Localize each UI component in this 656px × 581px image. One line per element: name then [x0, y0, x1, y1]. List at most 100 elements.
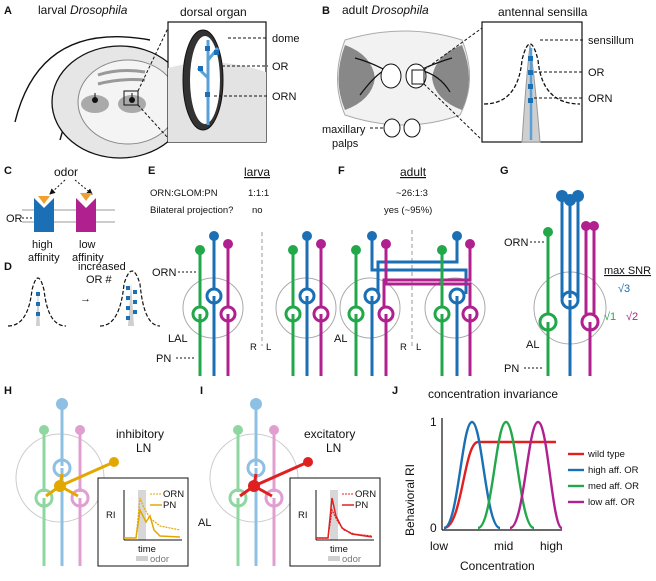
label-or-num: OR # [86, 274, 113, 286]
panel-j-title: concentration invariance [428, 387, 558, 401]
panel-d: D increased OR # → [4, 261, 161, 327]
label-time-i: time [330, 544, 348, 555]
panel-a-title: larval Drosophila [38, 3, 128, 17]
label-odor-h: odor [150, 554, 169, 565]
panel-j: J concentration invariance Behavioral RI… [392, 385, 639, 573]
high-affinity-receptor [34, 198, 54, 232]
label-sqrt3: √3 [618, 283, 630, 295]
panel-j-ylabel: Behavioral RI [403, 464, 417, 536]
panel-e: E larva ORN:GLOM:PN 1:1:1 Bilateral proj… [148, 165, 337, 376]
label-sensillum: sensillum [588, 35, 634, 47]
bilateral-adult: yes (~95%) [384, 205, 432, 216]
label-or-c: OR [6, 213, 23, 225]
legend-high-aff: high aff. OR [588, 465, 639, 476]
glomerulus-right-f [424, 277, 486, 339]
panel-j-letter: J [392, 385, 398, 397]
panel-i-letter: I [200, 385, 203, 397]
panel-a: A larval Drosophila dorsal organ dome OR… [4, 3, 300, 159]
panel-b-letter: B [322, 5, 330, 17]
label-palps: palps [332, 138, 359, 150]
legend-orn-h: ORN [163, 489, 184, 500]
label-ln-i: LN [326, 441, 341, 455]
panel-b: B adult Drosophila maxillary palps anten… [322, 3, 634, 150]
panel-f-header: adult [400, 165, 427, 179]
panel-e-header: larva [244, 165, 270, 179]
label-orn-a: ORN [272, 91, 297, 103]
panel-j-xlabel: Concentration [460, 559, 535, 573]
legend-low-aff: low aff. OR [588, 497, 635, 508]
legend-wild-type: wild type [587, 449, 625, 460]
tick-x-mid: mid [494, 539, 513, 553]
label-al-g: AL [526, 339, 539, 351]
label-al-i: AL [198, 517, 211, 529]
panel-f: F adult ~26:1:3 yes (~95%) R L AL [334, 165, 486, 376]
legend-med-aff: med aff. OR [588, 481, 639, 492]
label-sqrt1: √1 [604, 311, 616, 323]
curve-low-aff [509, 420, 564, 530]
label-high-1: high [32, 239, 53, 251]
label-r-e: R [250, 342, 257, 353]
panel-h: H inhibitory LN RI ORN PN time odor [4, 385, 189, 567]
ratio-adult: ~26:1:3 [396, 188, 428, 199]
fly-head [337, 30, 471, 126]
panel-b-title: adult Drosophila [342, 3, 429, 17]
tick-y0: 0 [430, 521, 437, 535]
label-al-f: AL [334, 333, 347, 345]
curve-wild-type [443, 440, 556, 530]
label-maxillary: maxillary [322, 124, 366, 136]
label-lal: LAL [168, 333, 188, 345]
label-odor-i: odor [342, 554, 361, 565]
legend-pn-i: PN [355, 500, 368, 511]
bilateral-label: Bilateral projection? [150, 205, 233, 216]
label-odor: odor [54, 165, 78, 179]
label-inhibitory: inhibitory [116, 427, 164, 441]
label-max-snr: max SNR [604, 265, 651, 277]
legend-orn-i: ORN [355, 489, 376, 500]
legend-pn-h: PN [163, 500, 176, 511]
label-time-h: time [138, 544, 156, 555]
label-ri-i: RI [298, 510, 308, 521]
panel-c: C odor OR high affinity low affinity [4, 165, 115, 264]
label-r-f: R [400, 342, 407, 353]
label-orn-b: ORN [588, 93, 613, 105]
ratio-larva: 1:1:1 [248, 188, 269, 199]
label-ln-h: LN [136, 441, 151, 455]
panel-d-letter: D [4, 261, 12, 273]
low-affinity-receptor [76, 198, 96, 232]
label-low-1: low [79, 239, 96, 251]
label-l-e: L [266, 342, 271, 353]
label-pn-e: PN [156, 353, 171, 365]
panel-c-letter: C [4, 165, 12, 177]
label-dome: dome [272, 33, 300, 45]
panel-b-inset-title: antennal sensilla [498, 5, 588, 19]
bilateral-larva: no [252, 205, 263, 216]
label-orn-e: ORN [152, 267, 177, 279]
panel-e-letter: E [148, 165, 155, 177]
glomerulus-left-f [339, 277, 401, 339]
label-high-2: affinity [28, 252, 60, 264]
panel-i: I excitatory LN AL RI ORN PN time odor [198, 385, 381, 567]
ratio-label: ORN:GLOM:PN [150, 188, 218, 199]
label-l-f: L [416, 342, 421, 353]
tick-y1: 1 [430, 415, 437, 429]
label-increased: increased [78, 261, 126, 273]
label-ri-h: RI [106, 510, 116, 521]
curve-high-aff [443, 420, 501, 530]
panel-f-letter: F [338, 165, 345, 177]
tick-x-low: low [430, 539, 448, 553]
panel-g: G ORN AL PN max SNR √3 √1 √2 [500, 165, 651, 376]
label-excitatory: excitatory [304, 427, 355, 441]
label-pn-g: PN [504, 363, 519, 375]
label-or-a: OR [272, 61, 289, 73]
panel-h-letter: H [4, 385, 12, 397]
label-sqrt2: √2 [626, 311, 638, 323]
panel-a-inset-title: dorsal organ [180, 5, 247, 19]
label-low-2: affinity [72, 252, 104, 264]
curve-med-aff [477, 420, 535, 530]
label-or-b: OR [588, 67, 605, 79]
arrow-glyph: → [80, 293, 91, 305]
panel-a-letter: A [4, 5, 12, 17]
tick-x-high: high [540, 539, 563, 553]
label-orn-g: ORN [504, 237, 529, 249]
panel-g-letter: G [500, 165, 509, 177]
